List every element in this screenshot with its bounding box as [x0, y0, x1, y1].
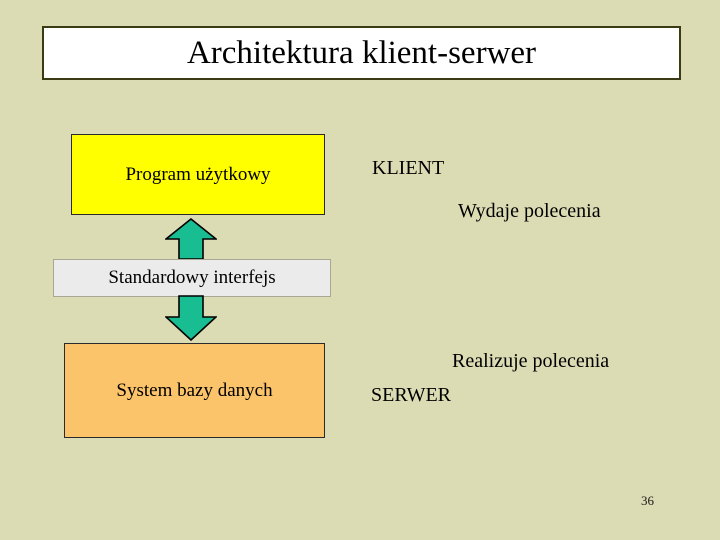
page-title: Architektura klient-serwer [186, 34, 537, 71]
arrow-down-icon [165, 295, 217, 341]
arrow-up-icon [165, 218, 217, 260]
diagram-box-interface[interactable]: Standardowy interfejs [53, 259, 331, 297]
annotation-serwer: SERWER [371, 384, 452, 406]
diagram-box-database[interactable]: System bazy danych [64, 343, 325, 438]
annotation-wydaje-polecenia: Wydaje polecenia [458, 200, 601, 222]
arrow-up-shape [165, 218, 217, 260]
arrow-down-shape [165, 295, 217, 341]
page-number: 36 [641, 493, 654, 508]
slide-title-box: Architektura klient-serwer [42, 26, 681, 80]
diagram-box-program[interactable]: Program użytkowy [71, 134, 325, 215]
annotation-realizuje-polecenia: Realizuje polecenia [452, 350, 610, 372]
diagram-box-database-label: System bazy danych [116, 379, 273, 401]
annotation-klient: KLIENT [372, 157, 445, 179]
diagram-box-interface-label: Standardowy interfejs [108, 267, 276, 288]
diagram-box-program-label: Program użytkowy [125, 163, 271, 185]
